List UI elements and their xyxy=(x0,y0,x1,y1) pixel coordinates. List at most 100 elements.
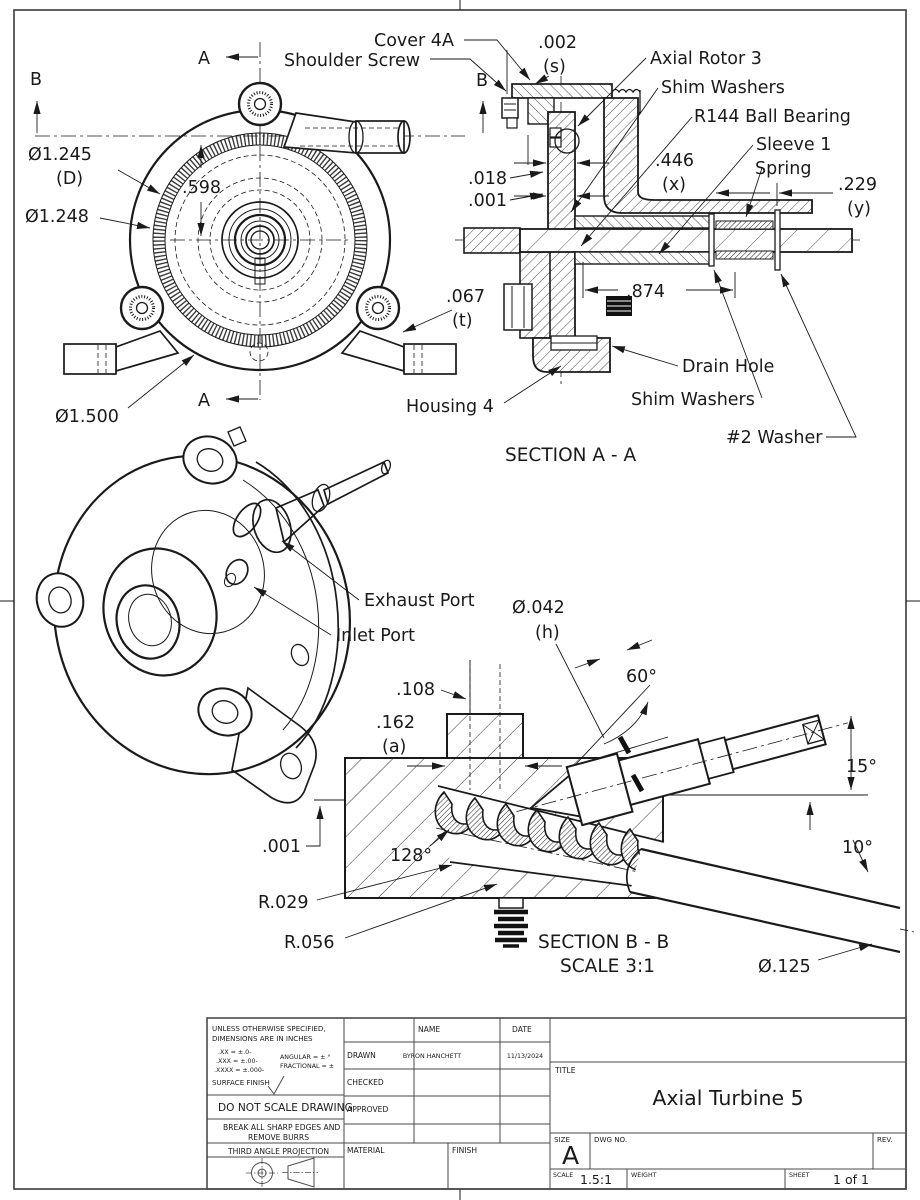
center-bore xyxy=(197,177,323,362)
header-dwg-no: DWG NO. xyxy=(594,1135,627,1144)
tol-angular: ANGULAR = ± ° xyxy=(280,1053,331,1061)
a-mark-bottom: A xyxy=(198,391,210,411)
dim-446: .446 xyxy=(655,151,694,171)
dim-162: .162 xyxy=(376,713,415,733)
dim-15deg: 15° xyxy=(846,757,877,777)
inlet-port-boss xyxy=(223,558,249,588)
label-drain-hole: Drain Hole xyxy=(682,357,774,377)
dim-108: .108 xyxy=(396,680,435,700)
drain-plug xyxy=(503,283,533,331)
header-name: NAME xyxy=(418,1025,440,1034)
dim-60deg: 60° xyxy=(626,667,657,687)
label-shoulder-screw: Shoulder Screw xyxy=(284,51,420,71)
bb-nozzle xyxy=(516,714,848,827)
label-washer2: #2 Washer xyxy=(726,428,823,448)
label-spring: Spring xyxy=(755,159,811,179)
number2-washer xyxy=(774,209,781,271)
dim-125: Ø.125 xyxy=(758,957,811,977)
b-mark-aa: B xyxy=(476,71,488,91)
flange-body xyxy=(603,97,813,214)
dim-dia1245-ref: (D) xyxy=(56,169,83,189)
bb-set-screw xyxy=(494,897,528,948)
header-drawn: DRAWN xyxy=(347,1051,376,1060)
dim-dia1248: Ø1.248 xyxy=(25,207,89,227)
exhaust-port-hole xyxy=(232,502,262,538)
section-aa-caption: SECTION A - A xyxy=(505,445,636,466)
tol-xx: .XX = ±.0- xyxy=(218,1049,251,1056)
a-mark-top: A xyxy=(198,49,210,69)
isometric-view: Exhaust Port Inlet Port xyxy=(35,426,475,804)
drawn-name: BYRON HANCHETT xyxy=(403,1053,461,1060)
dim-162-ref: (a) xyxy=(382,737,406,757)
dim-229-ref: (y) xyxy=(847,199,871,219)
header-weight: WEIGHT xyxy=(631,1172,657,1179)
bb-lower-shaft xyxy=(626,847,901,954)
header-finish: FINISH xyxy=(452,1146,477,1155)
break-edges-1: BREAK ALL SHARP EDGES AND xyxy=(223,1123,340,1132)
drawn-date: 11/13/2024 xyxy=(507,1053,543,1060)
dim-dia1245: Ø1.245 xyxy=(28,145,92,165)
b-mark: B xyxy=(30,70,42,90)
label-cover: Cover 4A xyxy=(374,31,454,51)
bracket-arm xyxy=(231,686,317,804)
dim-598: .598 xyxy=(182,178,221,198)
tol-xxxx: .XXXX = ±.000- xyxy=(214,1067,264,1074)
shaft-section xyxy=(519,228,853,253)
header-size: SIZE xyxy=(554,1135,570,1144)
dim-446-ref: (x) xyxy=(662,175,686,195)
dim-018: .018 xyxy=(468,169,507,189)
iso-shaft xyxy=(252,459,392,554)
header-date: DATE xyxy=(512,1025,532,1034)
dim-001-aa: .001 xyxy=(468,191,507,211)
label-shim-washers-top: Shim Washers xyxy=(661,78,785,98)
header-approved: APPROVED xyxy=(347,1105,388,1114)
shim-washer xyxy=(708,213,715,267)
output-shaft xyxy=(282,112,411,154)
drawing-title: Axial Turbine 5 xyxy=(652,1086,803,1110)
section-bb-caption: SECTION B - B xyxy=(538,932,669,953)
third-angle-label: THIRD ANGLE PROJECTION xyxy=(227,1147,329,1156)
section-aa-view: Cover 4A Shoulder Screw .002 (s) Axial R… xyxy=(284,31,877,466)
screw-lugs xyxy=(119,81,401,331)
front-view: B A A Ø1.245 (D) Ø1.248 .598 Ø1.500 .067… xyxy=(25,42,485,427)
dim-874: .874 xyxy=(626,282,665,302)
do-not-scale: DO NOT SCALE DRAWING xyxy=(218,1102,353,1114)
dim-042: Ø.042 xyxy=(512,598,565,618)
dim-128deg: 128° xyxy=(390,846,432,866)
dim-067-ref: (t) xyxy=(452,311,473,331)
dim-042-ref: (h) xyxy=(535,623,560,643)
header-rev: REV. xyxy=(877,1135,893,1144)
spring-section xyxy=(715,220,774,230)
turbine-blades xyxy=(434,790,660,872)
dim-229: .229 xyxy=(838,175,877,195)
header-title: TITLE xyxy=(554,1066,576,1075)
scale-value: 1.5:1 xyxy=(580,1172,612,1187)
knurl-ring xyxy=(152,132,368,348)
label-ball-bearing: R144 Ball Bearing xyxy=(694,107,851,127)
dim-002-ref: (s) xyxy=(543,57,566,77)
dim-dia1500: Ø1.500 xyxy=(55,407,119,427)
header-scale: SCALE xyxy=(553,1172,573,1179)
shoulder-screw-section xyxy=(501,97,519,129)
label-housing: Housing 4 xyxy=(406,397,494,417)
mounting-feet xyxy=(63,329,457,375)
size-value: A xyxy=(562,1141,579,1170)
surface-finish-label: SURFACE FINISH xyxy=(212,1078,270,1087)
dim-002: .002 xyxy=(538,33,577,53)
iso-screws xyxy=(35,426,310,737)
tol-xxx: .XXX = ±.00- xyxy=(216,1058,258,1065)
title-block: UNLESS OTHERWISE SPECIFIED, DIMENSIONS A… xyxy=(206,1017,907,1190)
label-axial-rotor: Axial Rotor 3 xyxy=(650,49,762,69)
label-inlet-port: Inlet Port xyxy=(336,626,415,646)
label-exhaust-port: Exhaust Port xyxy=(364,591,475,611)
tol-fractional: FRACTIONAL = ± xyxy=(280,1063,334,1070)
surface-finish-icon xyxy=(267,1075,285,1095)
dim-001-bb: .001 xyxy=(262,837,301,857)
header-checked: CHECKED xyxy=(347,1078,384,1087)
dim-10deg: 10° xyxy=(842,838,873,858)
dim-r029: R.029 xyxy=(258,893,309,913)
break-edges-2: REMOVE BURRS xyxy=(248,1133,309,1142)
dim-r056: R.056 xyxy=(284,933,335,953)
label-sleeve: Sleeve 1 xyxy=(756,135,831,155)
